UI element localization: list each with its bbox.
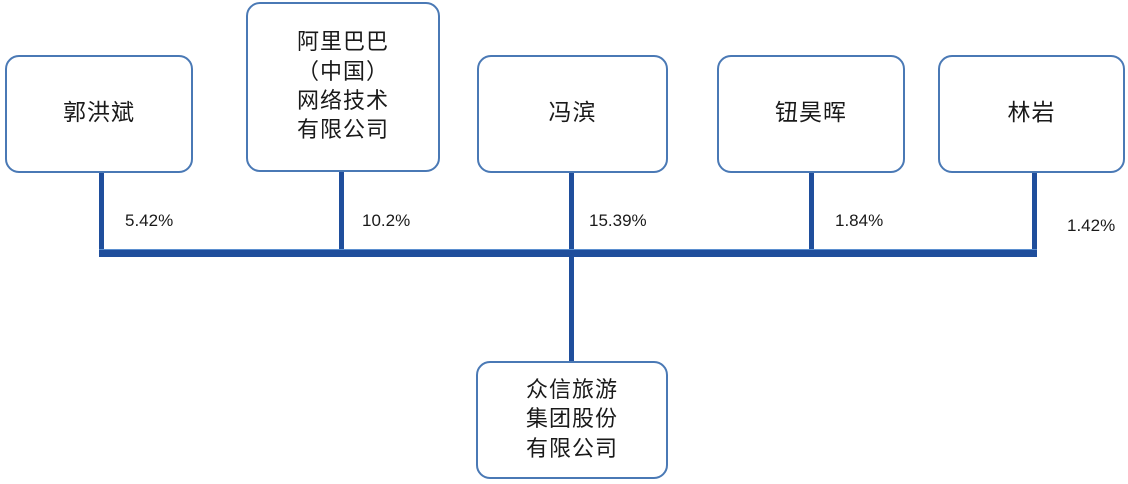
shareholder-node-guohongbin[interactable]: 郭洪斌	[5, 55, 193, 173]
subject-company-name: 众信旅游 集团股份 有限公司	[525, 377, 618, 462]
connector-line-alibaba	[339, 171, 344, 255]
stake-label-guohongbin: 5.42%	[125, 211, 174, 230]
shareholder-name-alibaba: 阿里巴巴 （中国） 网络技术 有限公司	[296, 30, 389, 144]
stake-label-alibaba: 10.2%	[362, 211, 411, 230]
subject-company-node[interactable]: 众信旅游 集团股份 有限公司	[476, 361, 668, 479]
stake-label-linyan: 1.42%	[1067, 216, 1116, 235]
shareholder-name-linyan: 林岩	[1007, 100, 1056, 127]
shareholder-node-niuhaohui[interactable]: 钮昊晖	[717, 55, 905, 173]
shareholder-node-linyan[interactable]: 林岩	[938, 55, 1125, 173]
shareholder-name-fengbin: 冯滨	[548, 100, 597, 127]
connector-line-guohongbin	[99, 171, 104, 255]
connector-line-niuhaohui	[809, 171, 814, 255]
connector-line-linyan	[1032, 171, 1037, 255]
shareholder-name-niuhaohui: 钮昊晖	[775, 100, 847, 127]
stake-label-niuhaohui: 1.84%	[835, 211, 884, 230]
shareholder-node-fengbin[interactable]: 冯滨	[477, 55, 668, 173]
stake-label-fengbin: 15.39%	[589, 211, 647, 230]
connector-line-subject	[569, 255, 574, 363]
connector-bus-horizontal	[99, 249, 1037, 257]
shareholder-name-guohongbin: 郭洪斌	[63, 100, 135, 127]
connector-line-fengbin	[569, 171, 574, 255]
shareholder-node-alibaba[interactable]: 阿里巴巴 （中国） 网络技术 有限公司	[246, 2, 440, 172]
